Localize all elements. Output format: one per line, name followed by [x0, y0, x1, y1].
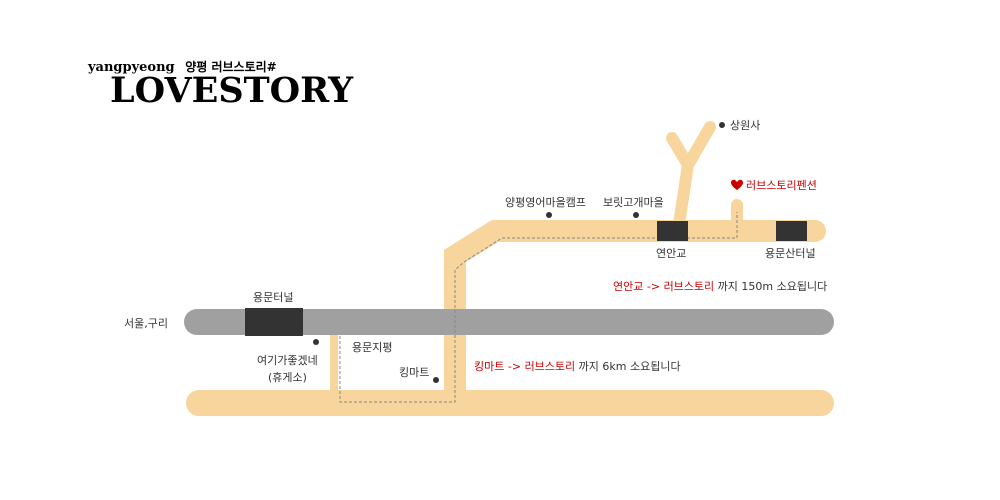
borit-label: 보릿고개마을 [603, 196, 664, 209]
yeonangyo-bridge-block [657, 221, 688, 241]
subtitle-korean: 양평 러브스토리# [185, 60, 277, 74]
yongmun-jipyeong-label: 용문지평 [352, 341, 392, 354]
info2-to: 러브스토리 [525, 360, 576, 373]
heart-icon [731, 179, 743, 190]
rest-area-label: 여기가좋겠네 [257, 354, 318, 367]
info-line-2: 킹마트 -> 러브스토리 까지 6km 소요됩니다 [474, 360, 681, 373]
rest-area-sublabel: (휴게소) [268, 371, 307, 384]
rest-area-marker [313, 339, 319, 345]
kingmart-marker [433, 377, 439, 383]
yongmunsan-tunnel-block [776, 221, 807, 241]
borit-marker [633, 212, 639, 218]
page-title: LOVESTORY [110, 70, 354, 111]
yongmun-tunnel-block [245, 308, 303, 336]
info2-rest: 까지 6km 소요됩니다 [575, 360, 680, 373]
info1-to: 러브스토리 [664, 280, 715, 293]
info1-arrow: -> [643, 280, 663, 293]
seoul-guri-label: 서울,구리 [124, 317, 168, 330]
sangwonsa-label: 상원사 [730, 119, 760, 132]
yeonangyo-label: 연안교 [656, 247, 686, 260]
info2-from: 킹마트 [474, 360, 504, 373]
info2-arrow: -> [504, 360, 524, 373]
header-subtitle: yangpyeong 양평 러브스토리# [88, 58, 277, 75]
info1-from: 연안교 [613, 280, 643, 293]
subtitle-english: yangpyeong [88, 60, 175, 75]
sangwonsa-road [666, 121, 716, 230]
kingmart-label: 킹마트 [399, 366, 429, 379]
info-line-1: 연안교 -> 러브스토리 까지 150m 소요됩니다 [613, 280, 827, 293]
yongmunsan-tunnel-label: 용문산터널 [765, 247, 816, 260]
info1-rest: 까지 150m 소요됩니다 [714, 280, 827, 293]
camp-marker [546, 212, 552, 218]
sangwonsa-marker [719, 122, 725, 128]
yongmun-tunnel-label: 용문터널 [253, 291, 293, 304]
camp-label: 양평영어마을캠프 [505, 196, 586, 209]
pension-label: 러브스토리펜션 [746, 179, 817, 192]
